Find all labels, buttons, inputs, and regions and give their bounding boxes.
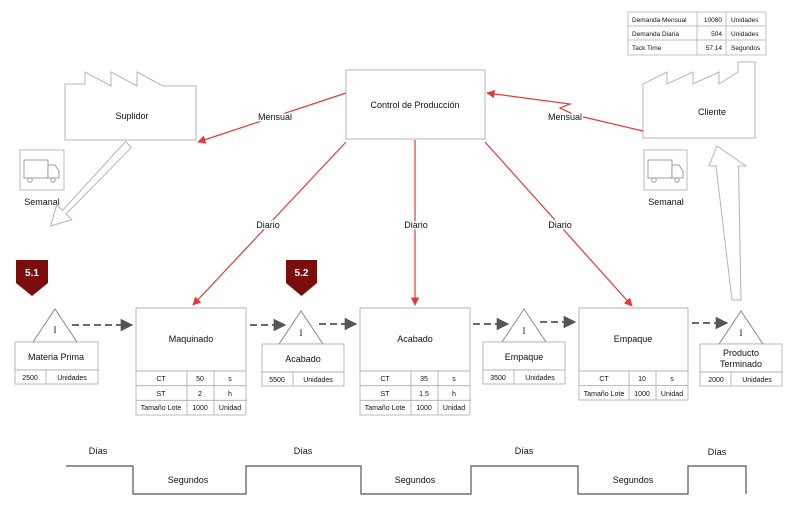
- inventory-1-qty: 2500: [22, 375, 38, 382]
- process-1-row-2-unit: h: [228, 391, 232, 398]
- takt-time-label: Tack Time: [632, 45, 662, 52]
- supplier-label: Suplidor: [115, 111, 148, 121]
- inventory-empaque: I Empaque 3500 Unidades: [482, 308, 566, 385]
- inventory-1-unit: Unidades: [57, 375, 87, 382]
- process-maquinado: Maquinado CT 50 s ST 2 h Tamaño Lote 100…: [135, 307, 247, 416]
- timeline-seconds-2: Segundos: [395, 475, 436, 485]
- kaizen-burst-1: 5.1: [16, 260, 48, 296]
- customer-factory: Cliente: [642, 61, 756, 139]
- process-3-row-2-label: Tamaño Lote: [584, 391, 625, 398]
- timeline-days-3: Días: [515, 446, 534, 456]
- monthly-supplier-arrow: [197, 92, 347, 144]
- inventory-3-unit: Unidades: [525, 375, 555, 382]
- kaizen-1-label: 5.1: [25, 268, 39, 279]
- process-1-row-3-label: Tamaño Lote: [141, 405, 182, 412]
- kaizen-burst-2: 5.2: [286, 260, 317, 296]
- inventory-producto-terminado: I Producto Terminado 2000 Unidades: [699, 310, 783, 387]
- process-2-row-1-value: 35: [420, 376, 428, 383]
- customer-shipment-arrow: [708, 145, 748, 301]
- daily-empaque-label: Diario: [548, 220, 572, 230]
- inventory-4-symbol: I: [740, 328, 743, 338]
- process-2-row-1-label: CT: [380, 376, 390, 383]
- timeline-seconds-3: Segundos: [613, 475, 654, 485]
- takt-time-unit: Segundos: [731, 45, 761, 52]
- process-1-row-1-unit: s: [228, 376, 232, 383]
- process-3-row-1-value: 10: [638, 376, 646, 383]
- process-1-name: Maquinado: [169, 334, 214, 344]
- process-2-row-2-value: 1.5: [419, 391, 429, 398]
- demand-daily-unit: Unidades: [731, 31, 759, 38]
- demand-monthly-unit: Unidades: [731, 17, 759, 24]
- process-3-row-1-unit: s: [670, 376, 674, 383]
- process-3-row-2-value: 1000: [634, 391, 650, 398]
- inventory-2-unit: Unidades: [303, 377, 333, 384]
- inventory-2-symbol: I: [300, 328, 303, 338]
- customer-shipment-label: Semanal: [648, 197, 684, 207]
- demand-monthly-label: Demanda Mensual: [632, 17, 687, 24]
- process-2-row-1-unit: s: [452, 376, 456, 383]
- supplier-shipment-arrow: [49, 140, 133, 227]
- process-3-name: Empaque: [614, 334, 653, 344]
- process-2-row-3-unit: Unidad: [443, 405, 465, 412]
- demand-monthly-value: 10080: [704, 17, 722, 24]
- process-1-row-1-label: CT: [156, 376, 166, 383]
- inventory-3-name: Empaque: [505, 352, 544, 362]
- daily-maquinado-label: Diario: [256, 220, 280, 230]
- process-empaque: Empaque CT 10 s Tamaño Lote 1000 Unidad: [578, 307, 689, 401]
- demand-summary-table: Demanda Mensual 10080 Unidades Demanda D…: [627, 11, 767, 56]
- production-control-box: Control de Producción: [345, 69, 486, 140]
- inventory-3-qty: 3500: [490, 375, 506, 382]
- demand-daily-label: Demanda Diaria: [632, 31, 679, 38]
- process-2-row-2-unit: h: [452, 391, 456, 398]
- timeline-days-4: Días: [708, 447, 727, 457]
- inventory-4-qty: 2000: [708, 377, 724, 384]
- daily-empaque-arrow: [484, 141, 633, 307]
- process-3-row-2-unit: Unidad: [661, 391, 683, 398]
- inventory-4-unit: Unidades: [742, 377, 772, 384]
- takt-time-value: 57.14: [706, 45, 723, 52]
- inventory-2-name: Acabado: [285, 354, 321, 364]
- process-1-row-3-value: 1000: [192, 405, 208, 412]
- process-2-row-2-label: ST: [381, 391, 391, 398]
- inventory-1-symbol: I: [54, 325, 57, 335]
- supplier-shipment-label: Semanal: [24, 197, 60, 207]
- customer-truck-icon: [643, 149, 688, 191]
- process-1-row-2-value: 2: [198, 391, 202, 398]
- process-1-row-2-label: ST: [157, 391, 167, 398]
- production-control-label: Control de Producción: [370, 100, 459, 110]
- demand-daily-value: 504: [711, 31, 722, 38]
- timeline-days-1: Días: [89, 446, 108, 456]
- process-2-row-3-value: 1000: [416, 405, 432, 412]
- timeline-days-2: Días: [294, 446, 313, 456]
- customer-label: Cliente: [698, 107, 726, 117]
- inventory-4-name-line-2: Terminado: [720, 359, 762, 369]
- process-1-row-1-value: 50: [196, 376, 204, 383]
- inventory-2-qty: 5500: [269, 377, 285, 384]
- timeline-seconds-1: Segundos: [168, 475, 209, 485]
- process-2-name: Acabado: [397, 334, 433, 344]
- daily-acabado-label: Diario: [404, 220, 428, 230]
- inventory-3-symbol: I: [523, 326, 526, 336]
- supplier-truck-icon: [19, 149, 65, 191]
- daily-maquinado-arrow: [192, 141, 347, 306]
- inventory-4-name-line-1: Producto: [723, 348, 759, 358]
- process-1-row-3-unit: Unidad: [219, 405, 241, 412]
- monthly-customer-label: Mensual: [548, 112, 582, 122]
- kaizen-2-label: 5.2: [295, 268, 309, 279]
- process-acabado: Acabado CT 35 s ST 1.5 h Tamaño Lote 100…: [359, 307, 471, 416]
- process-2-row-3-label: Tamaño Lote: [365, 405, 406, 412]
- timeline-line: [66, 465, 747, 495]
- inventory-acabado: I Acabado 5500 Unidades: [261, 310, 345, 387]
- inventory-1-name: Materia Prima: [28, 352, 84, 362]
- monthly-supplier-label: Mensual: [258, 112, 292, 122]
- supplier-factory: Suplidor: [64, 71, 197, 141]
- inventory-materia-prima: I Materia Prima 2500 Unidades: [14, 308, 99, 385]
- process-3-row-1-label: CT: [599, 376, 609, 383]
- push-arrows: [72, 315, 729, 332]
- monthly-customer-arrow: [486, 89, 644, 132]
